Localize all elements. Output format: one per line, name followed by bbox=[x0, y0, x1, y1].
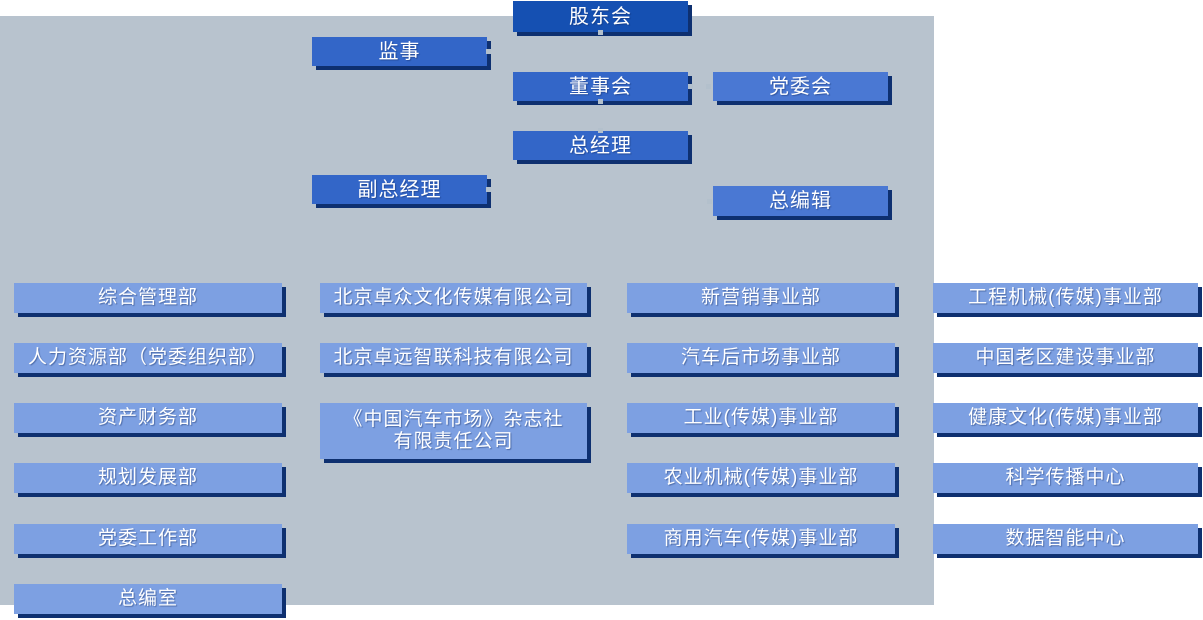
node-general-manager: 总经理 bbox=[513, 131, 688, 160]
node-editorial-office: 总编室 bbox=[14, 584, 282, 614]
node-label: 工业(传媒)事业部 bbox=[683, 407, 839, 428]
node-new-marketing-division: 新营销事业部 bbox=[627, 283, 895, 313]
node-industry-media-division: 工业(传媒)事业部 bbox=[627, 403, 895, 433]
node-asset-finance-dept: 资产财务部 bbox=[14, 403, 282, 433]
node-label: 总经理 bbox=[569, 134, 632, 157]
node-commercial-vehicle-media-division: 商用汽车(传媒)事业部 bbox=[627, 524, 895, 554]
node-label: 健康文化(传媒)事业部 bbox=[968, 407, 1163, 428]
node-shareholders-meeting: 股东会 bbox=[513, 1, 688, 32]
node-label: 总编室 bbox=[117, 588, 178, 609]
node-label: 中国老区建设事业部 bbox=[975, 347, 1156, 368]
node-label: 新营销事业部 bbox=[700, 287, 821, 308]
connector-dot bbox=[486, 49, 491, 54]
node-label: 人力资源部（党委组织部） bbox=[27, 347, 268, 368]
node-label: 总编辑 bbox=[769, 190, 832, 212]
node-label: 董事会 bbox=[569, 75, 632, 98]
connector-dot bbox=[486, 187, 491, 192]
node-data-intelligence-center: 数据智能中心 bbox=[933, 524, 1198, 554]
connector-dot bbox=[598, 30, 603, 35]
node-planning-development-dept: 规划发展部 bbox=[14, 463, 282, 493]
node-label: 党委工作部 bbox=[97, 528, 198, 549]
node-supervisor: 监事 bbox=[312, 37, 487, 66]
node-label: 资产财务部 bbox=[97, 407, 198, 428]
node-science-communication-center: 科学传播中心 bbox=[933, 463, 1198, 493]
node-deputy-general-manager: 副总经理 bbox=[312, 175, 487, 204]
node-label: 农业机械(传媒)事业部 bbox=[663, 467, 859, 488]
node-label: 监事 bbox=[378, 40, 421, 63]
node-label: 副总经理 bbox=[357, 178, 442, 201]
connector-dot bbox=[598, 128, 603, 133]
connector-dot bbox=[598, 99, 603, 104]
node-construction-machinery-media-division: 工程机械(传媒)事业部 bbox=[933, 283, 1198, 313]
node-label: 工程机械(传媒)事业部 bbox=[968, 287, 1163, 308]
node-label: 商用汽车(传媒)事业部 bbox=[663, 528, 859, 549]
node-party-committee-work-dept: 党委工作部 bbox=[14, 524, 282, 554]
node-label: 党委会 bbox=[769, 75, 832, 98]
node-label: 综合管理部 bbox=[97, 287, 198, 308]
node-label: 股东会 bbox=[569, 5, 632, 28]
node-agricultural-machinery-media-division: 农业机械(传媒)事业部 bbox=[627, 463, 895, 493]
node-general-management-dept: 综合管理部 bbox=[14, 283, 282, 313]
node-label: 规划发展部 bbox=[97, 467, 198, 488]
node-label: 北京卓远智联科技有限公司 bbox=[333, 347, 574, 368]
node-china-old-area-construction-division: 中国老区建设事业部 bbox=[933, 343, 1198, 373]
node-zhuoyuan-zhilian-tech-co: 北京卓远智联科技有限公司 bbox=[320, 343, 587, 373]
node-zhuozhong-culture-media-co: 北京卓众文化传媒有限公司 bbox=[320, 283, 587, 313]
node-label: 数据智能中心 bbox=[1005, 528, 1126, 549]
connector-dot bbox=[706, 84, 711, 89]
connector-dot bbox=[707, 199, 712, 204]
node-health-culture-media-division: 健康文化(传媒)事业部 bbox=[933, 403, 1198, 433]
node-label: 北京卓众文化传媒有限公司 bbox=[333, 287, 574, 308]
node-party-committee: 党委会 bbox=[713, 72, 888, 101]
node-label: 科学传播中心 bbox=[1005, 467, 1126, 488]
node-china-auto-market-magazine-co: 《中国汽车市场》杂志社 有限责任公司 bbox=[320, 403, 587, 459]
node-auto-aftermarket-division: 汽车后市场事业部 bbox=[627, 343, 895, 373]
node-label: 汽车后市场事业部 bbox=[680, 347, 841, 368]
node-label: 《中国汽车市场》杂志社 有限责任公司 bbox=[343, 409, 564, 452]
node-board-of-directors: 董事会 bbox=[513, 72, 688, 101]
node-editor-in-chief: 总编辑 bbox=[713, 186, 888, 216]
connector-dot bbox=[688, 84, 693, 89]
node-hr-party-organization-dept: 人力资源部（党委组织部） bbox=[14, 343, 282, 373]
